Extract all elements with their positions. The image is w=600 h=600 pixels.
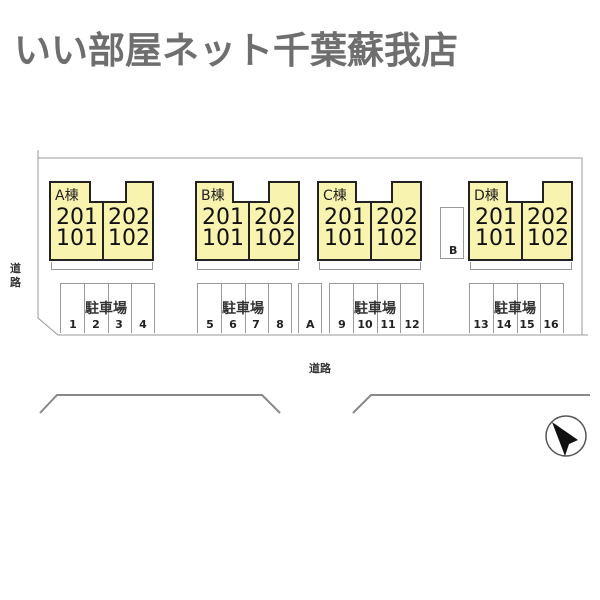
building-label: A棟 [55, 188, 79, 204]
parking-slot: 6 [229, 318, 237, 331]
building-label: C棟 [323, 188, 347, 204]
parking-slot: 3 [115, 318, 123, 331]
parking-slot: 15 [519, 318, 535, 331]
building-label: D棟 [474, 188, 499, 204]
parking-slot: 8 [276, 318, 284, 331]
parking-label: 駐車場 [85, 301, 127, 317]
parking-slot: 9 [338, 318, 346, 331]
parking-slot: 13 [473, 318, 489, 331]
room-group-right: 202 102 [254, 205, 296, 251]
parking-group-2: 駐車場 5 6 7 8 [197, 283, 292, 333]
parking-label: 駐車場 [494, 301, 536, 317]
parking-label: 駐車場 [222, 301, 264, 317]
road-label-bottom: 道路 [309, 362, 331, 375]
parking-slot: 12 [404, 318, 420, 331]
bike-area-a: A [298, 283, 322, 333]
room-group-left: 201 101 [202, 205, 244, 251]
building-c: C棟 201 101 202 102 [317, 181, 422, 261]
room-group-left: 201 101 [56, 205, 98, 251]
parking-label: 駐車場 [354, 301, 396, 317]
parking-slot: 14 [496, 318, 512, 331]
parking-slot: 16 [543, 318, 559, 331]
bike-area-b: B [440, 207, 464, 259]
building-d: D棟 201 101 202 102 [468, 181, 573, 261]
parking-group-4: 駐車場 13 14 15 16 [469, 283, 564, 333]
parking-slot: 4 [139, 318, 147, 331]
parking-group-1: 駐車場 1 2 3 4 [60, 283, 155, 333]
building-a: A棟 201 101 202 102 [49, 181, 154, 261]
parking-slot: 5 [206, 318, 214, 331]
building-label: B棟 [201, 188, 225, 204]
page-title: いい部屋ネット千葉蘇我店 [14, 29, 458, 72]
building-b: B棟 201 101 202 102 [195, 181, 300, 261]
road-label-left: 道 路 [10, 262, 21, 289]
building-base [197, 262, 299, 270]
parking-slot: 2 [92, 318, 100, 331]
parking-slot: 11 [380, 318, 396, 331]
parking-group-3: 駐車場 9 10 11 12 [329, 283, 424, 333]
parking-slot: 10 [357, 318, 373, 331]
room-group-right: 202 102 [527, 205, 569, 251]
room-group-right: 202 102 [376, 205, 418, 251]
parking-slot: 1 [69, 318, 77, 331]
building-base [51, 262, 153, 270]
north-arrow-icon [545, 415, 587, 457]
building-base [470, 262, 572, 270]
room-group-left: 201 101 [475, 205, 517, 251]
parking-slot: 7 [252, 318, 260, 331]
room-group-right: 202 102 [108, 205, 150, 251]
building-base [319, 262, 421, 270]
room-group-left: 201 101 [324, 205, 366, 251]
